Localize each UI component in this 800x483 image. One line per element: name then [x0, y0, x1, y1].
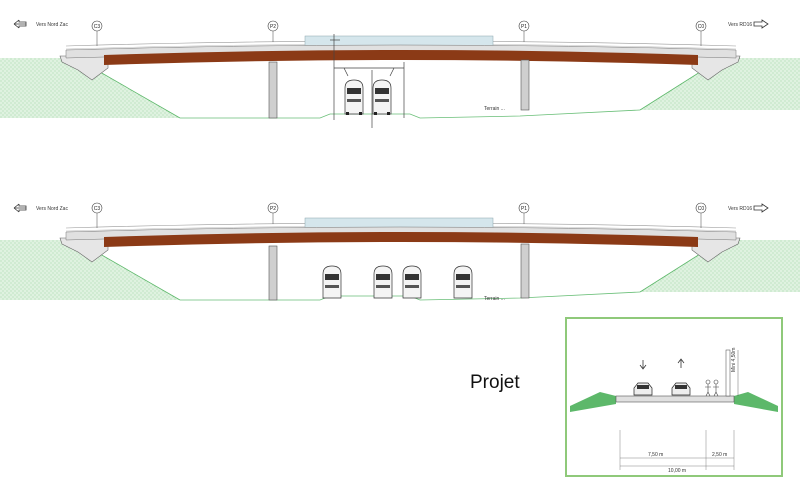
- right-embankment: [640, 240, 800, 292]
- pier-label-c0: C0: [698, 206, 705, 212]
- bridge-deck: [104, 232, 698, 247]
- car-icon: [633, 382, 653, 396]
- height-label: Mini 4,50m: [731, 348, 737, 372]
- pier-p1: [520, 243, 530, 299]
- pedestrian-icon: [705, 379, 719, 397]
- train-1: [322, 265, 342, 299]
- arrow-up-icon: [677, 358, 685, 368]
- dim-total-label: 10,00 m: [668, 468, 686, 474]
- train-2: [373, 265, 393, 299]
- cross-section: Mini 4,50m 7,50 m 2,50 m 10,00 m: [565, 317, 783, 477]
- direction-left-label: Vers Nord Zac: [36, 22, 68, 28]
- arrow-right-icon: [753, 203, 769, 213]
- arrow-left-icon: [13, 19, 27, 29]
- pier-label-p2: P2: [270, 24, 276, 30]
- train-1: [344, 79, 364, 115]
- arrow-down-icon: [639, 360, 647, 370]
- pier-label-p1: P1: [521, 24, 527, 30]
- pier-label-c3: C3: [94, 24, 101, 30]
- projet-label: Projet: [470, 372, 520, 393]
- pier-label-c3: C3: [94, 206, 101, 212]
- direction-left-label: Vers Nord Zac: [36, 206, 68, 212]
- train-2: [372, 79, 392, 115]
- direction-right-label: Vers RD16: [728, 22, 752, 28]
- elevation-current: Vers Nord Zac Vers RD16 C3: [0, 19, 800, 128]
- arrow-left-icon: [13, 203, 27, 213]
- dim-right-label: 2,50 m: [712, 452, 727, 458]
- dim-left-label: 7,50 m: [648, 452, 663, 458]
- bridge-deck: [104, 50, 698, 65]
- pier-p2: [268, 245, 278, 301]
- train-3: [402, 265, 422, 299]
- pier-p2: [268, 61, 278, 119]
- car-icon: [671, 382, 691, 396]
- track-label: Terrain ...: [484, 106, 505, 112]
- direction-right-label: Vers RD16: [728, 206, 752, 212]
- pier-label-c0: C0: [698, 24, 705, 30]
- train-4: [453, 265, 473, 299]
- elevation-future: Vers Nord Zac Vers RD16 C3 P2 P1: [0, 202, 800, 302]
- right-embankment: [640, 58, 800, 110]
- pier-label-p2: P2: [270, 206, 276, 212]
- left-embankment: [0, 58, 180, 118]
- left-embankment: [0, 240, 180, 300]
- pier-label-p1: P1: [521, 206, 527, 212]
- pier-p1: [520, 59, 530, 111]
- track-label: Terrain ...: [484, 296, 505, 302]
- arrow-right-icon: [753, 19, 769, 29]
- catenary: [330, 34, 405, 128]
